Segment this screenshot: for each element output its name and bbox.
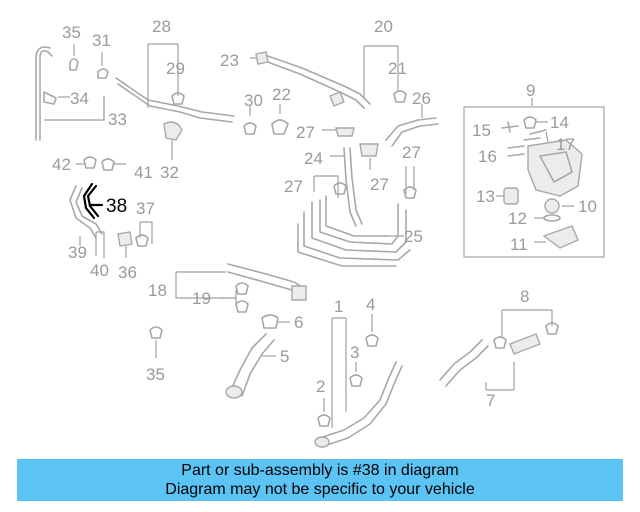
leader-7 xyxy=(485,362,515,391)
clip-29 xyxy=(171,92,185,105)
fitting-36 xyxy=(117,231,133,258)
label-9: 9 xyxy=(526,81,535,100)
clip-27c xyxy=(313,175,347,198)
pipe-18 xyxy=(227,263,307,301)
bolts-17 xyxy=(523,129,549,143)
label-27-c: 27 xyxy=(284,177,303,196)
label-23: 23 xyxy=(220,51,239,70)
gasket-13 xyxy=(496,187,519,205)
leader-1 xyxy=(331,317,347,428)
hose-24 xyxy=(330,147,363,227)
clip-35-bottom xyxy=(149,326,163,358)
clip-35-top xyxy=(69,44,79,71)
clip-27d xyxy=(403,166,417,199)
leader-33 xyxy=(44,96,105,121)
banner-line-1: Part or sub-assembly is #38 in diagram xyxy=(181,462,459,479)
clip-4 xyxy=(365,314,379,347)
hose-26 xyxy=(385,104,439,147)
label-7: 7 xyxy=(486,391,495,410)
label-15: 15 xyxy=(472,121,491,140)
hose-38-highlighted xyxy=(82,182,104,220)
label-18: 18 xyxy=(148,281,167,300)
label-32: 32 xyxy=(160,163,179,182)
hose-7 xyxy=(439,333,541,387)
label-37: 37 xyxy=(136,199,155,218)
gasket-12 xyxy=(534,214,561,222)
leader-40 xyxy=(95,231,105,258)
label-14: 14 xyxy=(550,113,569,132)
label-38-highlighted: 38 xyxy=(106,196,127,217)
label-27-b: 27 xyxy=(370,175,389,194)
label-27-a: 27 xyxy=(296,123,315,142)
label-29: 29 xyxy=(166,59,185,78)
label-12: 12 xyxy=(508,209,527,228)
label-34: 34 xyxy=(70,89,89,108)
label-39: 39 xyxy=(68,243,87,262)
hose-5 xyxy=(225,333,276,399)
clip-3 xyxy=(349,362,363,387)
label-25: 25 xyxy=(404,227,423,246)
clip-31 xyxy=(97,52,109,79)
valve-27b xyxy=(359,143,379,170)
cap-27 xyxy=(322,127,355,137)
label-2: 2 xyxy=(316,377,325,396)
label-1: 1 xyxy=(334,297,343,316)
label-31: 31 xyxy=(92,31,111,50)
label-5: 5 xyxy=(280,347,289,366)
label-35-bottom: 35 xyxy=(146,365,165,384)
leader-18 xyxy=(175,271,226,299)
label-16: 16 xyxy=(478,147,497,166)
leader-8 xyxy=(493,309,559,349)
label-10: 10 xyxy=(578,197,597,216)
label-6: 6 xyxy=(294,313,303,332)
pipe-assembly-33 xyxy=(35,46,57,141)
hose-32 xyxy=(115,77,235,160)
label-24: 24 xyxy=(304,149,323,168)
thermostat-10 xyxy=(544,198,574,214)
outlet-11 xyxy=(534,225,579,249)
clip-37 xyxy=(135,221,153,247)
label-13: 13 xyxy=(476,187,495,206)
bolt-15 xyxy=(501,121,519,133)
label-40: 40 xyxy=(90,261,109,280)
leader-19 xyxy=(220,282,249,313)
label-19: 19 xyxy=(192,289,211,308)
thermostat-housing-box xyxy=(463,106,605,258)
label-26: 26 xyxy=(412,89,431,108)
label-21: 21 xyxy=(388,59,407,78)
hose-20 xyxy=(250,51,371,109)
bolts-16 xyxy=(507,145,525,157)
label-11: 11 xyxy=(510,235,528,254)
label-8: 8 xyxy=(520,287,529,306)
label-42: 42 xyxy=(52,155,71,174)
label-36: 36 xyxy=(118,263,137,282)
label-27-d: 27 xyxy=(402,143,421,162)
label-35-top: 35 xyxy=(62,23,81,42)
label-3: 3 xyxy=(350,343,359,362)
info-banner: Part or sub-assembly is #38 in diagram D… xyxy=(17,459,623,501)
clips-42-41 xyxy=(76,156,126,171)
clip-2 xyxy=(317,398,331,427)
label-28: 28 xyxy=(152,17,171,36)
clip-21 xyxy=(393,90,407,103)
hose-1 xyxy=(314,361,403,448)
label-17: 17 xyxy=(556,135,575,154)
leader-20 xyxy=(363,45,399,98)
hose-39 xyxy=(69,185,103,246)
pipe-assembly-25 xyxy=(297,195,411,267)
label-4: 4 xyxy=(366,295,375,314)
label-33: 33 xyxy=(108,110,127,129)
clip-14 xyxy=(523,116,548,129)
banner-line-2: Diagram may not be specific to your vehi… xyxy=(165,481,475,498)
label-20: 20 xyxy=(374,17,393,36)
clip-6 xyxy=(261,314,290,329)
clip-30 xyxy=(243,106,257,135)
clip-22 xyxy=(271,104,289,135)
label-22: 22 xyxy=(272,85,291,104)
label-30: 30 xyxy=(244,91,263,110)
leader-28 xyxy=(147,43,179,108)
thermostat-housing xyxy=(527,98,583,197)
label-41: 41 xyxy=(134,163,153,182)
